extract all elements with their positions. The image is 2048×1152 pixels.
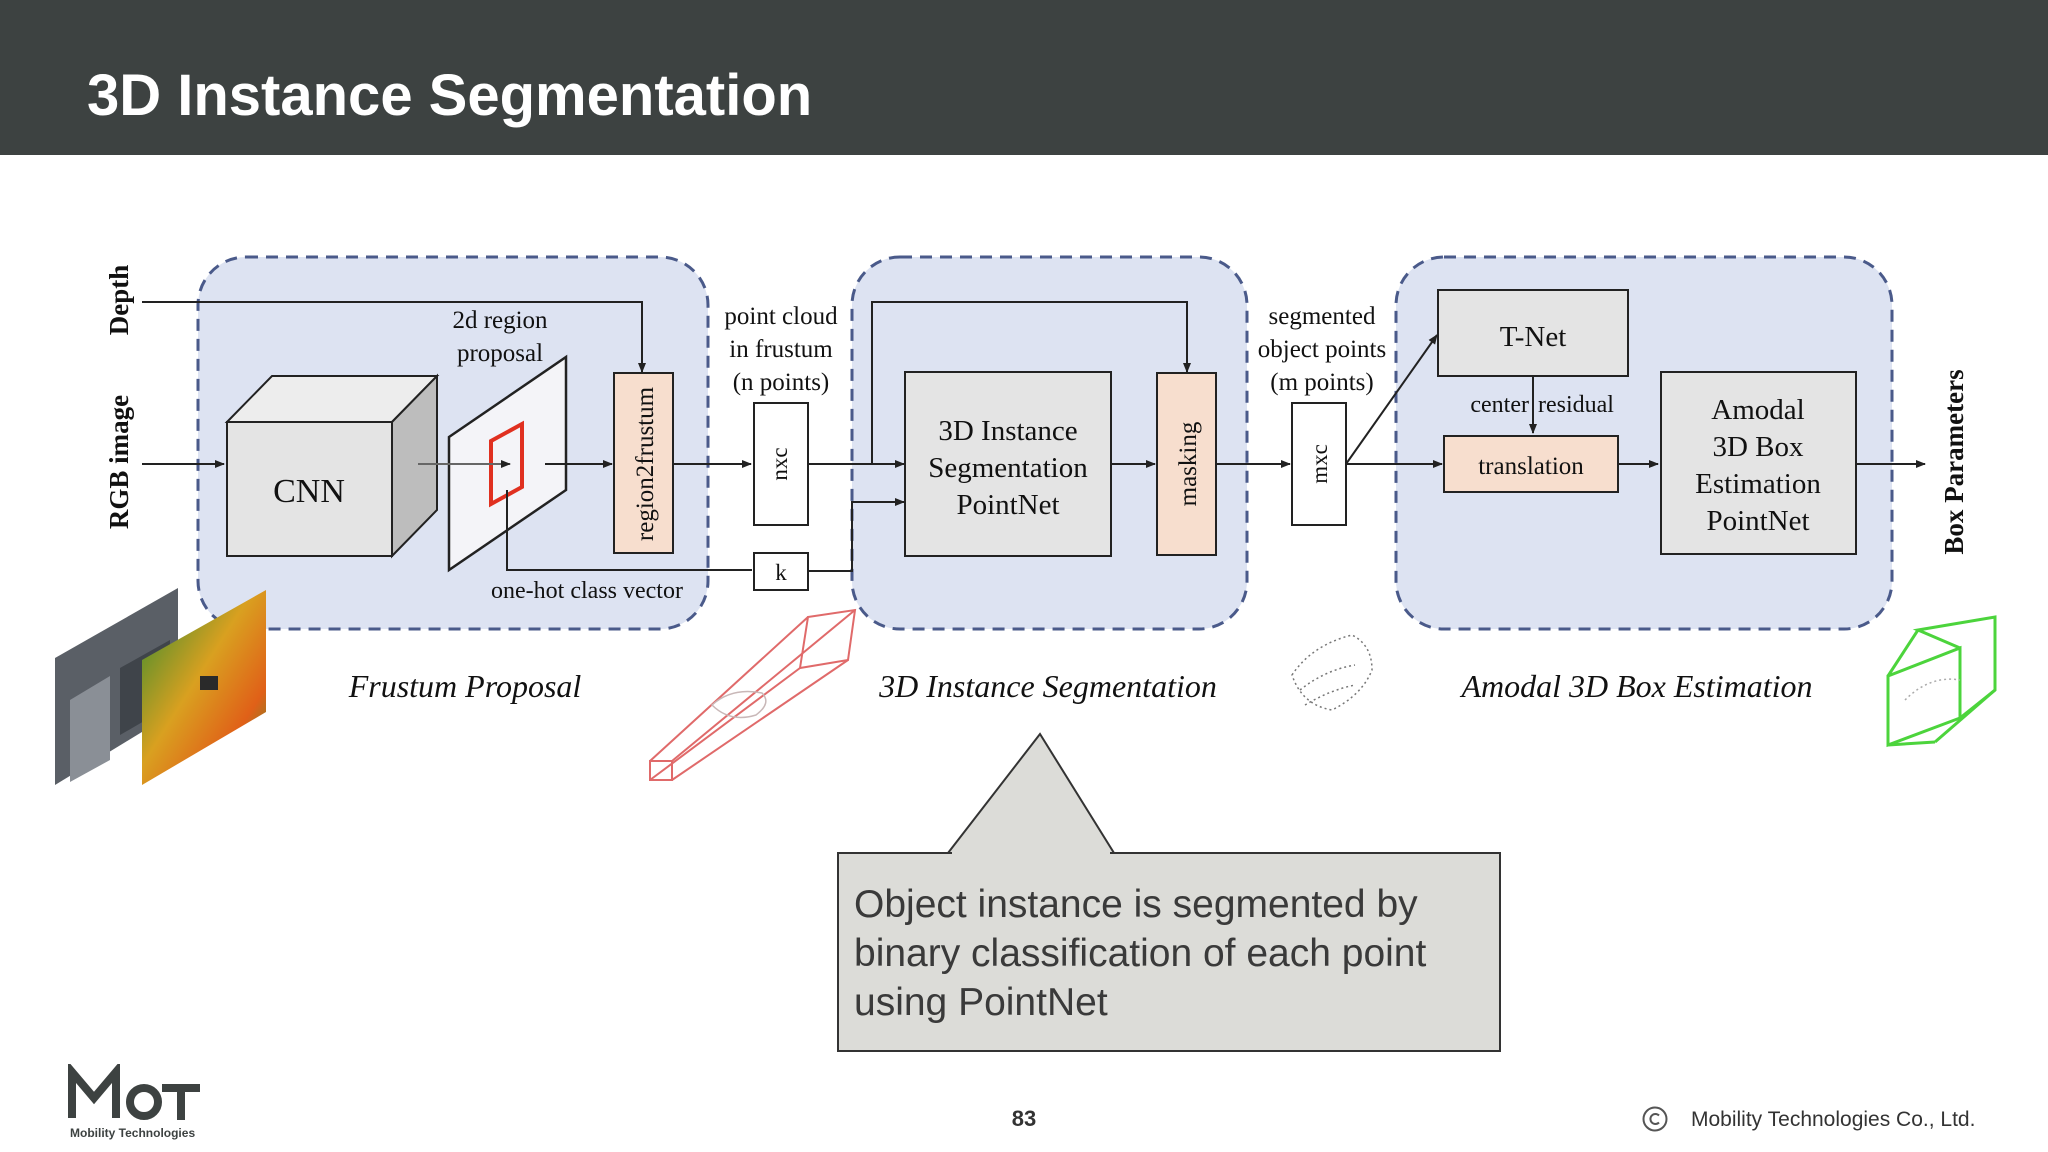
center-label: center — [1470, 392, 1529, 418]
copyright-icon — [1642, 1106, 1668, 1132]
mxc-to-tnet-arrow — [1345, 334, 1438, 465]
k-to-pointnet-arrow — [808, 498, 905, 572]
cnn-label: CNN — [273, 473, 345, 510]
frustum-proposal-caption: Frustum Proposal — [348, 668, 582, 704]
segmentation-caption: 3D Instance Segmentation — [878, 668, 1217, 704]
mxc-tensor — [1291, 402, 1347, 526]
tnet-label: T-Net — [1500, 321, 1567, 353]
output-box-sketch — [1886, 615, 1997, 748]
cnn-block: CNN — [224, 373, 440, 559]
one-hot-line — [506, 490, 752, 571]
mot-logo — [68, 1064, 200, 1120]
residual-label: residual — [1538, 392, 1614, 418]
frustum-sketch — [649, 608, 857, 781]
segmented-label-2: object points — [1258, 336, 1386, 363]
callout-line-1: Object instance is segmented by — [854, 883, 1418, 926]
rgb-depth-thumbnails — [55, 588, 266, 785]
segmented-points-sketch — [1291, 634, 1373, 711]
callout-text: Object instance is segmented by binary c… — [854, 880, 1494, 1027]
point-cloud-label-2: in frustum — [729, 336, 833, 363]
segmented-label-1: segmented — [1269, 303, 1376, 330]
point-cloud-label-3: (n points) — [733, 369, 830, 396]
mxc-label: mxc — [1307, 444, 1332, 484]
rgb-input-label: RGB image — [104, 395, 134, 529]
region2frustum-block — [613, 372, 674, 554]
nxc-label: nxc — [767, 447, 792, 480]
region2frustum-label: region2frustum — [632, 386, 659, 541]
region-proposal-label-1: 2d region — [452, 307, 548, 334]
seg-pointnet-label-1: 3D Instance — [938, 415, 1077, 447]
page-number: 83 — [1011, 1106, 1037, 1131]
seg-pointnet-label-2: Segmentation — [928, 452, 1088, 484]
box-pointnet-label-2: 3D Box — [1712, 431, 1804, 463]
logo-caption: Mobility Technologies — [70, 1126, 196, 1140]
point-cloud-label-1: point cloud — [724, 303, 838, 330]
box-pointnet-block — [1660, 371, 1857, 555]
depth-input-label: Depth — [104, 265, 134, 336]
box-pointnet-label-3: Estimation — [1695, 468, 1821, 500]
callout-line-3: using PointNet — [854, 981, 1108, 1024]
nxc-tensor — [753, 402, 809, 526]
nxc-to-masking-bypass — [871, 301, 1191, 464]
box-pointnet-label-1: Amodal — [1711, 394, 1804, 426]
depth-arrow — [142, 301, 646, 373]
translation-block — [1443, 435, 1619, 493]
callout-box — [837, 732, 1501, 1052]
seg-pointnet-label-3: PointNet — [956, 489, 1059, 521]
translation-label: translation — [1478, 453, 1584, 480]
box-pointnet-label-4: PointNet — [1706, 505, 1809, 537]
segmentation-pointnet-block — [904, 371, 1112, 557]
one-hot-label: one-hot class vector — [491, 578, 683, 604]
slide-title: 3D Instance Segmentation — [87, 63, 813, 128]
k-label: k — [775, 560, 787, 585]
box-parameters-label: Box Parameters — [1939, 369, 1969, 554]
region-proposal-label-2: proposal — [457, 340, 543, 367]
header-bar — [0, 0, 2048, 155]
tnet-block — [1437, 289, 1629, 377]
callout-line-2: binary classification of each point — [854, 932, 1427, 975]
copyright-text: Mobility Technologies Co., Ltd. — [1691, 1108, 1976, 1131]
segmented-label-3: (m points) — [1270, 369, 1373, 396]
box-estimation-caption: Amodal 3D Box Estimation — [1459, 668, 1812, 704]
masking-label: masking — [1175, 421, 1202, 506]
